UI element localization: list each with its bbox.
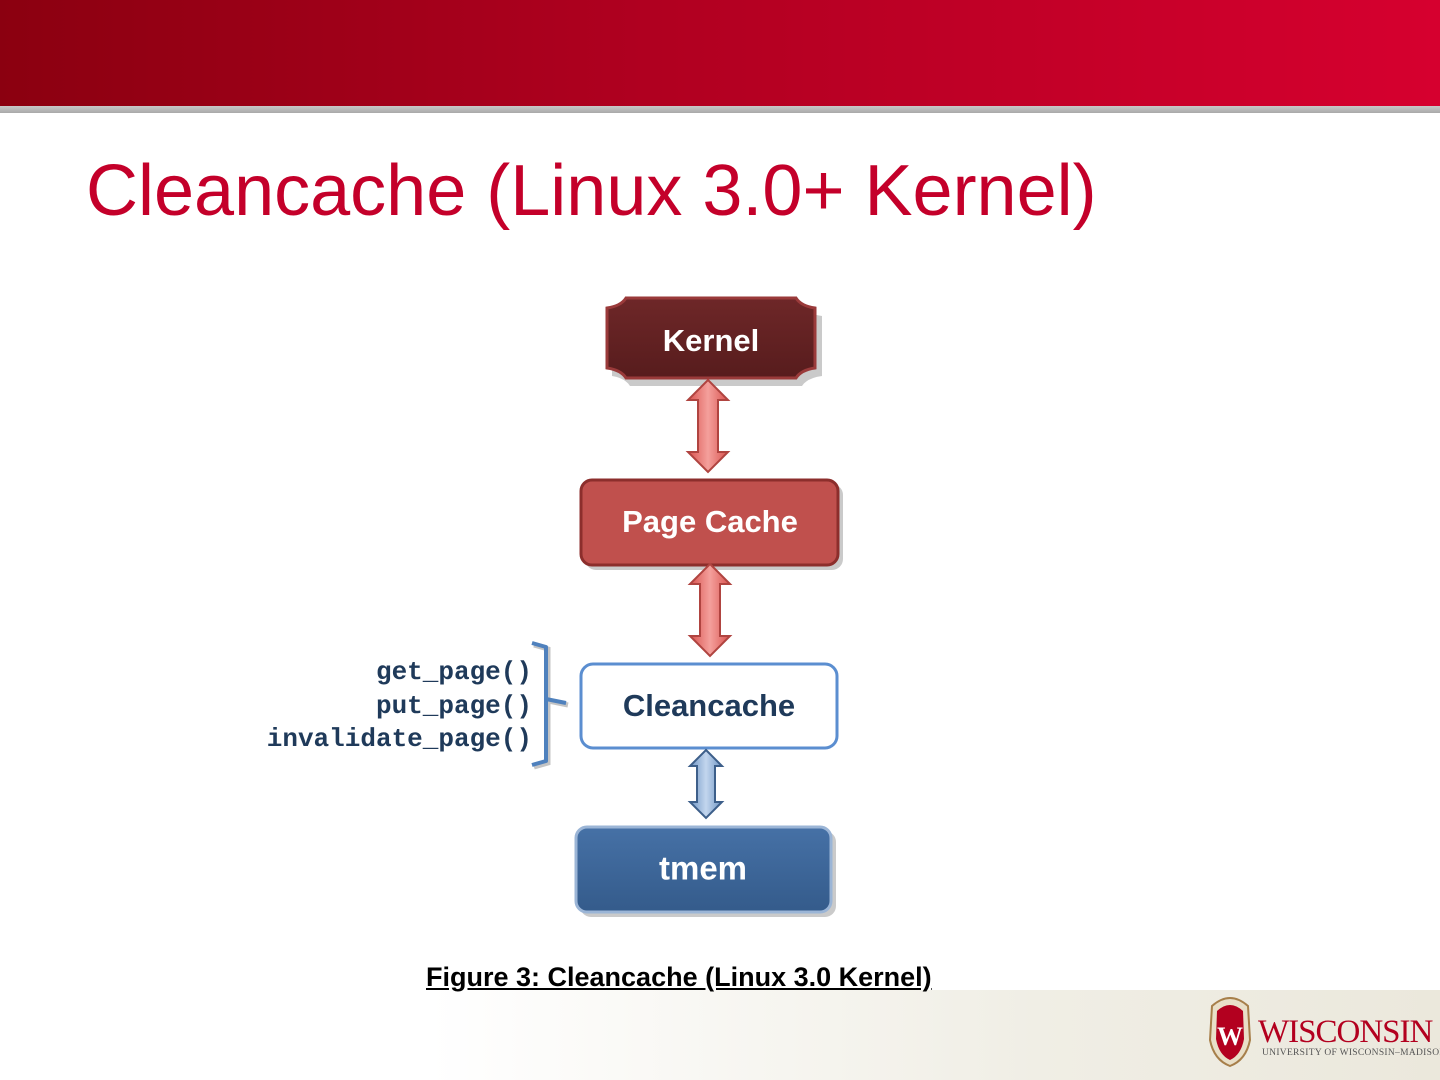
- cleancache-node-shape: [579, 662, 839, 750]
- methods-bracket-shadow: [533, 642, 569, 770]
- kernel-label: Kernel: [663, 323, 759, 358]
- crest-letter: W: [1217, 1022, 1243, 1051]
- logo-subtitle: UNIVERSITY OF WISCONSIN–MADISON: [1262, 1048, 1440, 1058]
- method-invalidate-page: invalidate_page(): [266, 724, 532, 754]
- logo-wordmark: WISCONSIN: [1258, 1014, 1433, 1050]
- figure-caption: Figure 3: Cleancache (Linux 3.0 Kernel): [426, 962, 932, 992]
- slide-title: Cleancache (Linux 3.0+ Kernel): [86, 151, 1097, 231]
- page-cache-label: Page Cache: [622, 504, 798, 539]
- tmem-node: tmem: [574, 825, 836, 917]
- method-put-page: put_page(): [375, 690, 532, 721]
- pagecache-cleancache-arrow-icon: [687, 562, 733, 658]
- kernel-node-shape: [605, 296, 817, 380]
- method-get-page: get_page(): [375, 657, 532, 687]
- header-rule: [0, 106, 1440, 113]
- tmem-node-shape: [574, 825, 833, 914]
- cleancache-label: Cleancache: [623, 688, 795, 723]
- footer-band: [430, 990, 1440, 1080]
- methods-bracket-icon: [531, 641, 567, 767]
- header-banner: [0, 0, 1440, 106]
- kernel-pagecache-arrow-icon: [685, 378, 731, 474]
- tmem-label: tmem: [659, 850, 747, 887]
- cleancache-node: Cleancache: [579, 662, 839, 750]
- uw-crest-icon: W: [1208, 997, 1252, 1068]
- cleancache-tmem-arrow-icon: [687, 748, 725, 820]
- api-method-list: get_page() put_page() invalidate_page(): [267, 656, 532, 757]
- kernel-node: Kernel: [605, 296, 822, 386]
- page-cache-node: Page Cache: [579, 478, 843, 570]
